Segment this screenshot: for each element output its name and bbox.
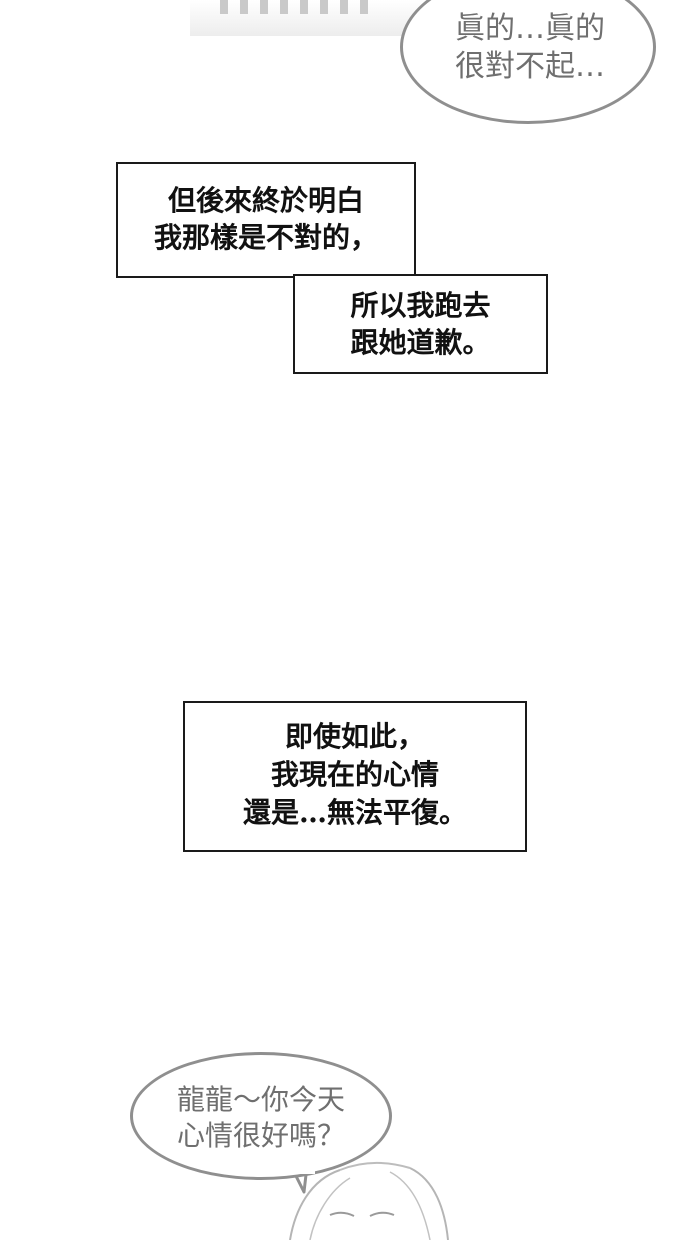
narration-box-3-text: 即使如此， 我現在的心情 還是…無法平復。 xyxy=(183,718,527,832)
narration-box-2 xyxy=(293,274,548,374)
bottom-bubble-line-1: 龍龍～你今天 xyxy=(176,1083,345,1116)
bubble-tail-seam xyxy=(281,1160,315,1174)
narration-3-line-3: 還是…無法平復。 xyxy=(242,796,467,829)
narration-2-line-2: 跟她道歉。 xyxy=(350,326,491,359)
bottom-speech-bubble-text: 龍龍～你今天 心情很好嗎？ xyxy=(145,1082,377,1154)
bottom-speech-bubble xyxy=(130,1052,392,1180)
narration-box-1 xyxy=(116,162,416,278)
top-speech-bubble-text: 眞的…眞的 很對不起… xyxy=(430,10,630,86)
narration-3-line-2: 我現在的心情 xyxy=(270,758,439,791)
narration-box-3 xyxy=(183,701,527,852)
narration-1-line-1: 但後來終於明白 xyxy=(167,184,364,217)
top-bubble-line-1: 眞的…眞的 xyxy=(455,11,605,46)
top-bubble-line-2: 很對不起… xyxy=(455,49,605,84)
narration-2-line-1: 所以我跑去 xyxy=(350,289,491,322)
narration-3-line-1: 即使如此， xyxy=(284,720,425,753)
top-speech-bubble xyxy=(400,0,656,124)
top-art-fragment xyxy=(190,0,430,36)
bottom-bubble-line-2: 心情很好嗎？ xyxy=(176,1119,345,1152)
narration-box-2-text: 所以我跑去 跟她道歉。 xyxy=(293,287,548,361)
narration-box-1-text: 但後來終於明白 我那樣是不對的， xyxy=(116,182,416,256)
character-face-sketch xyxy=(289,1162,449,1240)
narration-1-line-2: 我那樣是不對的， xyxy=(153,221,378,254)
